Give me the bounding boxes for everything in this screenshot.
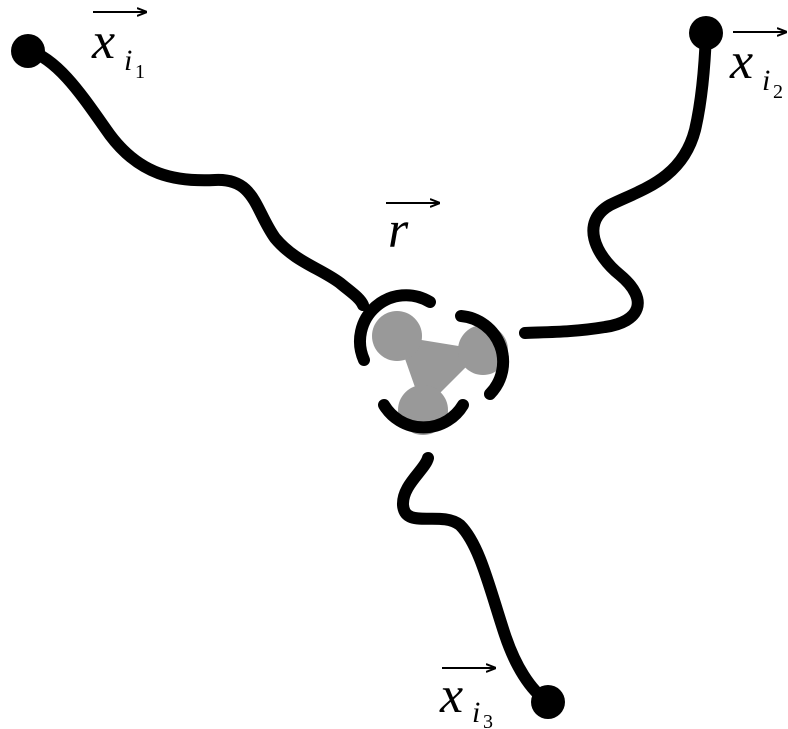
label-x-i1: x i 1 — [91, 12, 146, 83]
label-x-i2: x i 2 — [729, 32, 786, 103]
label-x-i1-subsub: 1 — [135, 61, 145, 83]
label-x-i1-sub: i — [124, 44, 132, 77]
label-x-i3-subsub: 3 — [483, 711, 493, 729]
chain-1 — [22, 44, 369, 311]
label-x-i3-sub: i — [472, 696, 480, 729]
cap-arc-3 — [378, 399, 469, 434]
label-x-i2-sub: i — [762, 64, 770, 97]
chain-2 — [519, 27, 712, 339]
end-point-3 — [531, 685, 565, 719]
label-x-i2-subsub: 2 — [773, 81, 783, 103]
label-x-i3: x i 3 — [439, 667, 495, 729]
label-r-base: r — [388, 202, 409, 259]
label-x-i2-base: x — [729, 33, 753, 90]
end-point-2 — [689, 16, 723, 50]
end-point-1 — [11, 34, 45, 68]
label-x-i1-base: x — [91, 13, 115, 70]
label-x-i3-base: x — [439, 667, 463, 724]
core-lobe-1 — [372, 311, 422, 361]
label-r: r — [386, 202, 439, 259]
chain-3 — [397, 452, 554, 708]
cap-arc-1 — [354, 289, 436, 366]
cap-arc-2 — [455, 310, 510, 400]
